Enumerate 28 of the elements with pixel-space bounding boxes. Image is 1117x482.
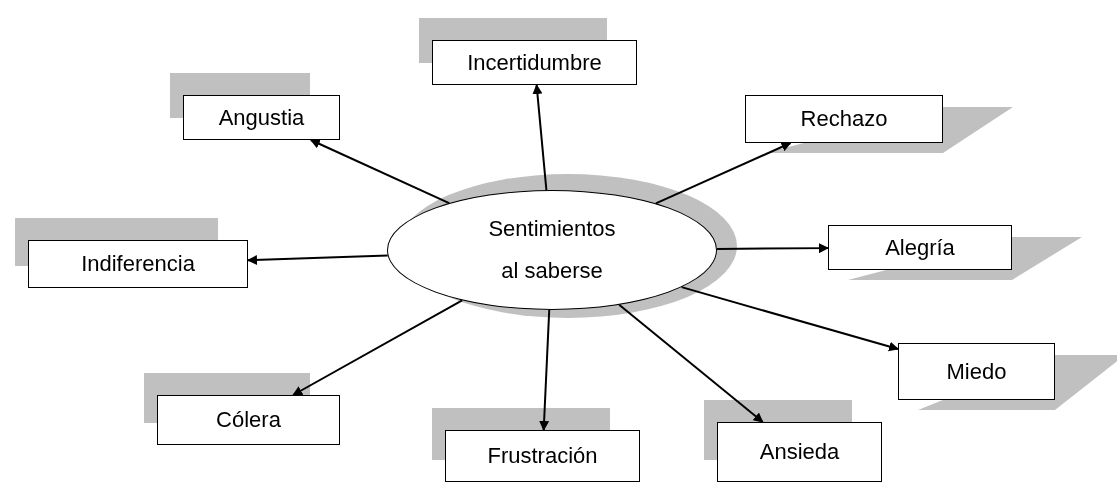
node-label: Alegría <box>885 233 955 262</box>
node-label: Angustia <box>218 103 305 132</box>
arrow <box>618 303 764 423</box>
node-label: Rechazo <box>800 105 888 134</box>
arrow <box>247 254 389 265</box>
arrow <box>539 309 551 431</box>
node-label: Incertidumbre <box>467 48 602 77</box>
emotion-box <box>745 95 943 143</box>
arrow <box>532 84 548 192</box>
arrow <box>680 286 899 352</box>
node-label: Ansieda <box>759 438 840 467</box>
node-label: Miedo <box>946 357 1007 386</box>
emotion-box <box>717 422 882 482</box>
emotion-box <box>445 430 640 482</box>
emotion-box <box>828 225 1012 270</box>
node-label: Sentimientos al saberse <box>487 215 617 285</box>
arrow <box>654 142 792 205</box>
node-label: Cólera <box>216 406 281 435</box>
emotion-box <box>28 240 248 288</box>
emotion-box <box>898 343 1055 400</box>
arrow <box>309 139 451 205</box>
emotion-box <box>157 395 340 445</box>
node-label: Frustración <box>487 442 598 471</box>
emotion-box <box>432 40 637 85</box>
node-label: Indiferencia <box>81 250 195 279</box>
arrow <box>292 299 464 396</box>
emotion-box <box>183 95 340 140</box>
arrow <box>715 243 829 254</box>
